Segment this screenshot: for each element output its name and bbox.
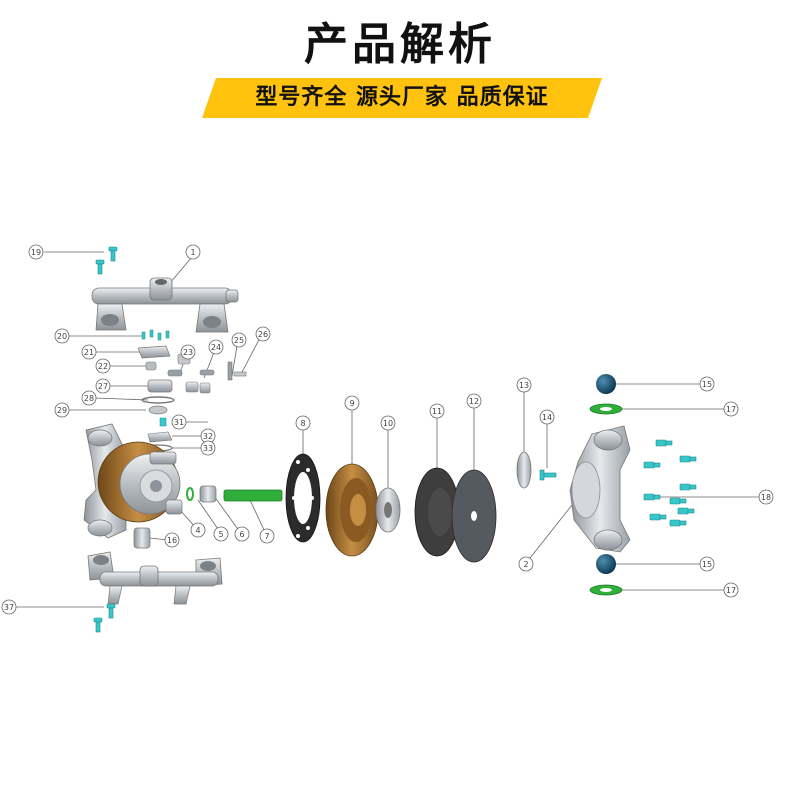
svg-text:29: 29 [57, 406, 67, 415]
svg-text:10: 10 [383, 419, 393, 428]
callout-31: 31 [171, 414, 187, 430]
svg-text:32: 32 [203, 432, 213, 441]
left-pump-body [83, 423, 183, 539]
svg-text:7: 7 [264, 532, 269, 541]
callout-23: 23 [180, 344, 196, 360]
air-chamber-9 [325, 463, 379, 557]
svg-text:8: 8 [300, 419, 305, 428]
gasket-8 [285, 453, 321, 543]
svg-text:5: 5 [218, 530, 223, 539]
callout-7: 7 [259, 528, 275, 544]
callout-25: 25 [231, 332, 247, 348]
callout-4: 4 [190, 522, 206, 538]
bolt-14 [539, 469, 557, 481]
valve-seats-17 [589, 403, 623, 596]
svg-text:13: 13 [519, 381, 529, 390]
callout-27: 27 [95, 378, 111, 394]
callout-9: 9 [344, 395, 360, 411]
svg-text:33: 33 [203, 444, 213, 453]
callout-17-top: 17 [723, 401, 739, 417]
svg-text:4: 4 [195, 526, 200, 535]
svg-text:9: 9 [349, 399, 354, 408]
svg-text:31: 31 [174, 418, 184, 427]
slogan-banner: 型号齐全 源头厂家 品质保证 [202, 78, 602, 118]
small-parts-cluster [137, 329, 247, 452]
callout-13: 13 [516, 377, 532, 393]
callout-16: 16 [164, 532, 180, 548]
svg-text:2: 2 [523, 560, 528, 569]
svg-text:11: 11 [432, 407, 442, 416]
callout-2: 2 [518, 556, 534, 572]
callout-18: 18 [758, 489, 774, 505]
page-title: 产品解析 [304, 19, 496, 70]
svg-text:14: 14 [542, 413, 552, 422]
top-manifold [91, 277, 239, 333]
svg-text:27: 27 [98, 382, 108, 391]
callout-5: 5 [213, 526, 229, 542]
svg-text:28: 28 [84, 394, 94, 403]
svg-text:19: 19 [31, 248, 41, 257]
callout-33: 33 [200, 440, 216, 456]
callout-37: 37 [1, 599, 17, 615]
svg-text:15: 15 [702, 380, 712, 389]
svg-text:25: 25 [234, 336, 244, 345]
svg-text:17: 17 [726, 586, 736, 595]
bottom-manifold [87, 551, 223, 605]
callout-labels: 19 1 20 21 22 23 24 25 26 27 28 29 31 32… [1, 244, 774, 615]
check-balls-15 [596, 374, 616, 574]
callout-8: 8 [295, 415, 311, 431]
callout-29: 29 [54, 402, 70, 418]
callout-15-top: 15 [699, 376, 715, 392]
callout-12: 12 [466, 393, 482, 409]
svg-text:16: 16 [167, 536, 177, 545]
svg-text:17: 17 [726, 405, 736, 414]
outer-plate-13 [516, 451, 532, 489]
callout-10: 10 [380, 415, 396, 431]
callout-17-bottom: 17 [723, 582, 739, 598]
callout-1: 1 [185, 244, 201, 260]
callout-19: 19 [28, 244, 44, 260]
svg-text:12: 12 [469, 397, 479, 406]
bolts-37 [93, 603, 116, 633]
bolts-18 [643, 439, 697, 527]
banner-text: 型号齐全 源头厂家 品质保证 [255, 85, 549, 110]
callout-28: 28 [81, 390, 97, 406]
callout-20: 20 [54, 328, 70, 344]
svg-text:15: 15 [702, 560, 712, 569]
callout-22: 22 [95, 358, 111, 374]
svg-text:24: 24 [211, 343, 221, 352]
diaphragm-12 [451, 469, 497, 563]
callout-24: 24 [208, 339, 224, 355]
bolts-19 [95, 246, 118, 275]
svg-text:21: 21 [84, 348, 94, 357]
svg-text:26: 26 [258, 330, 268, 339]
right-pump-body [569, 425, 631, 553]
svg-text:23: 23 [183, 348, 193, 357]
banner-background [202, 78, 602, 118]
callout-26: 26 [255, 326, 271, 342]
callout-6: 6 [234, 526, 250, 542]
callout-11: 11 [429, 403, 445, 419]
callout-21: 21 [81, 344, 97, 360]
shaft-parts [133, 485, 283, 549]
svg-text:1: 1 [190, 248, 195, 257]
svg-text:20: 20 [57, 332, 67, 341]
svg-text:6: 6 [239, 530, 244, 539]
callout-14: 14 [539, 409, 555, 425]
svg-text:37: 37 [4, 603, 14, 612]
inner-plate-10 [375, 487, 401, 533]
svg-text:18: 18 [761, 493, 771, 502]
svg-text:22: 22 [98, 362, 108, 371]
callout-15-bottom: 15 [699, 556, 715, 572]
